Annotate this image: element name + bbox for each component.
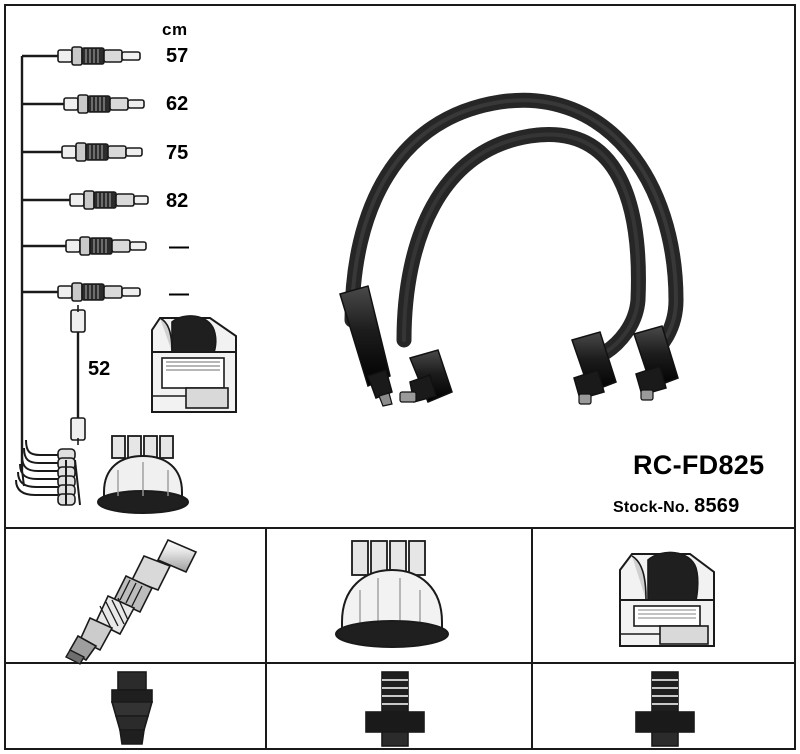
cable-assembly-main [339,92,684,407]
legend-distributor-cap-icon [335,540,449,648]
plug-connector-4 [69,190,149,210]
coil-illustration-small [151,315,237,413]
divider-horizontal-main [6,527,794,529]
outer-frame [4,4,796,750]
length-value-5: — [169,236,189,258]
legend-ignition-coil-icon [619,551,715,647]
divider-horizontal-legend [6,662,794,664]
legend-spark-plug-icon [65,538,198,665]
unit-label: cm [162,20,188,39]
stock-number-label: Stock-No. 8569 [613,495,739,518]
length-value-4: 82 [166,190,189,212]
legend-plug-boot-icon [110,671,154,745]
length-value-2: 62 [166,93,189,115]
legend-coil-terminal-icon [635,671,695,747]
length-value-3: 75 [166,142,189,164]
cable-length-chart [15,46,149,506]
coil-lead-cable [70,305,86,445]
stock-label-text: Stock-No. [613,499,690,516]
plug-connector-3 [61,142,143,162]
distributor-cap-illustration-small [97,435,189,514]
plug-connector-6 [57,282,141,302]
divider-vertical-right [531,528,533,748]
plug-connector-1 [57,46,141,66]
divider-vertical-left [265,528,267,748]
plug-connector-2 [63,94,145,114]
length-value-6: — [169,283,189,305]
part-number: RC-FD825 [633,450,765,480]
coil-lead-length: 52 [88,358,111,380]
legend-distributor-terminal-icon [365,671,425,747]
plug-connector-5 [65,236,147,256]
stock-number-value: 8569 [694,495,740,517]
length-value-1: 57 [166,45,189,67]
